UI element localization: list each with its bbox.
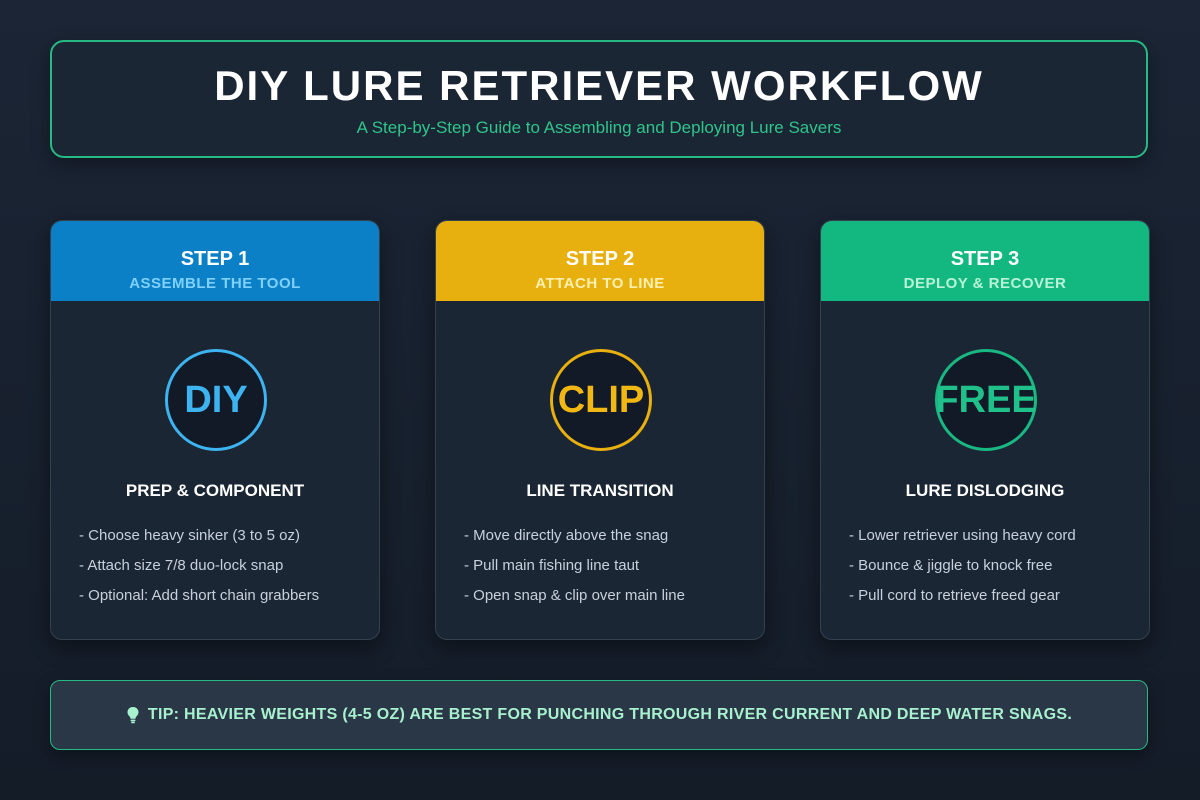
step-subtitle: ATTACH TO LINE [535,275,665,292]
step-label: STEP 3 [950,248,1020,270]
page-subtitle: A Step-by-Step Guide to Assembling and D… [356,118,842,137]
step-card-3: STEP 3 DEPLOY & RECOVER FREE LURE DISLOD… [820,220,1150,640]
step-card-2: STEP 2 ATTACH TO LINE CLIP LINE TRANSITI… [435,220,765,640]
tip-banner: TIP: HEAVIER WEIGHTS (4-5 OZ) ARE BEST F… [50,680,1148,750]
step-header-3: STEP 3 DEPLOY & RECOVER [821,221,1149,301]
badge-text: CLIP [557,378,645,421]
section-title: LINE TRANSITION [526,481,674,500]
step-label: STEP 1 [180,248,250,270]
header-panel: DIY LURE RETRIEVER WORKFLOW A Step-by-St… [50,40,1148,158]
list-item: - Pull cord to retrieve freed gear [849,587,1060,604]
page-title: DIY LURE RETRIEVER WORKFLOW [214,62,984,109]
step-items: - Lower retriever using heavy cord - Bou… [849,521,1076,611]
diy-badge-icon: DIY [165,349,267,451]
list-item: - Move directly above the snag [464,527,669,544]
list-item: - Pull main fishing line taut [464,557,640,574]
list-item: - Open snap & clip over main line [464,587,685,604]
lightbulb-icon [127,707,139,724]
list-item: - Attach size 7/8 duo-lock snap [79,557,284,574]
step-subtitle: ASSEMBLE THE TOOL [129,275,301,292]
badge-text: DIY [184,378,248,421]
step-items: - Choose heavy sinker (3 to 5 oz) - Atta… [79,521,319,611]
step-header-1: STEP 1 ASSEMBLE THE TOOL [51,221,379,301]
free-badge-icon: FREE [935,349,1037,451]
step-card-1: STEP 1 ASSEMBLE THE TOOL DIY PREP & COMP… [50,220,380,640]
list-item: - Lower retriever using heavy cord [849,527,1076,544]
list-item: - Choose heavy sinker (3 to 5 oz) [79,527,300,544]
step-subtitle: DEPLOY & RECOVER [903,275,1067,292]
tip-text: TIP: HEAVIER WEIGHTS (4-5 OZ) ARE BEST F… [147,706,1073,723]
list-item: - Optional: Add short chain grabbers [79,587,320,604]
section-title: PREP & COMPONENT [125,481,305,500]
list-item: - Bounce & jiggle to knock free [849,557,1053,574]
badge-text: FREE [935,378,1037,421]
step-label: STEP 2 [565,248,635,270]
step-items: - Move directly above the snag - Pull ma… [464,521,685,611]
step-header-2: STEP 2 ATTACH TO LINE [436,221,764,301]
section-title: LURE DISLODGING [905,481,1065,500]
clip-badge-icon: CLIP [550,349,652,451]
